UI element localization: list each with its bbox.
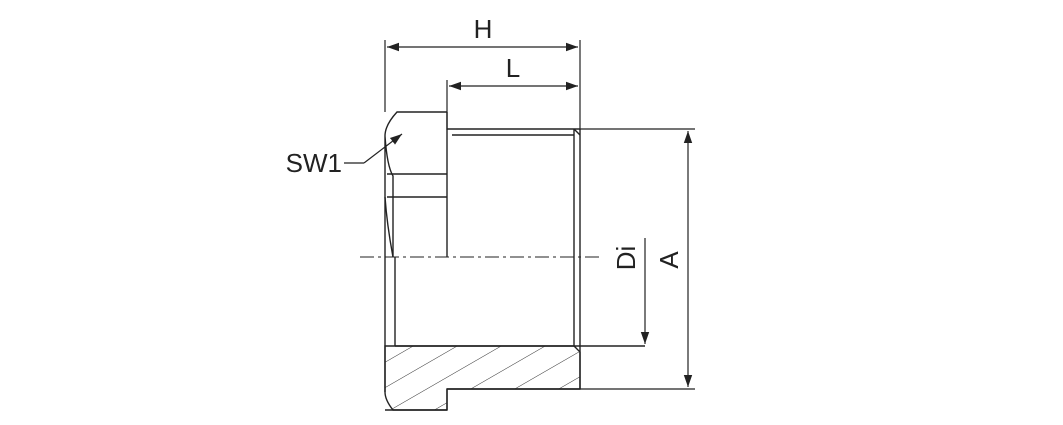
- section-hatch: [384, 345, 581, 411]
- label-a: A: [654, 251, 684, 269]
- hex-lower-curve: [384, 196, 394, 258]
- label-sw1: SW1: [286, 148, 342, 178]
- dimension-a: [580, 128, 695, 390]
- label-di: Di: [611, 246, 641, 271]
- sw1-leader: [344, 133, 403, 164]
- dimension-h: [384, 40, 581, 130]
- hex-head-outline: [384, 111, 447, 257]
- dimension-l: [446, 80, 578, 130]
- sw1-leader-diagonal: [363, 133, 403, 164]
- label-h: H: [474, 14, 493, 44]
- label-l: L: [506, 53, 520, 83]
- chamfer-line: [573, 128, 581, 136]
